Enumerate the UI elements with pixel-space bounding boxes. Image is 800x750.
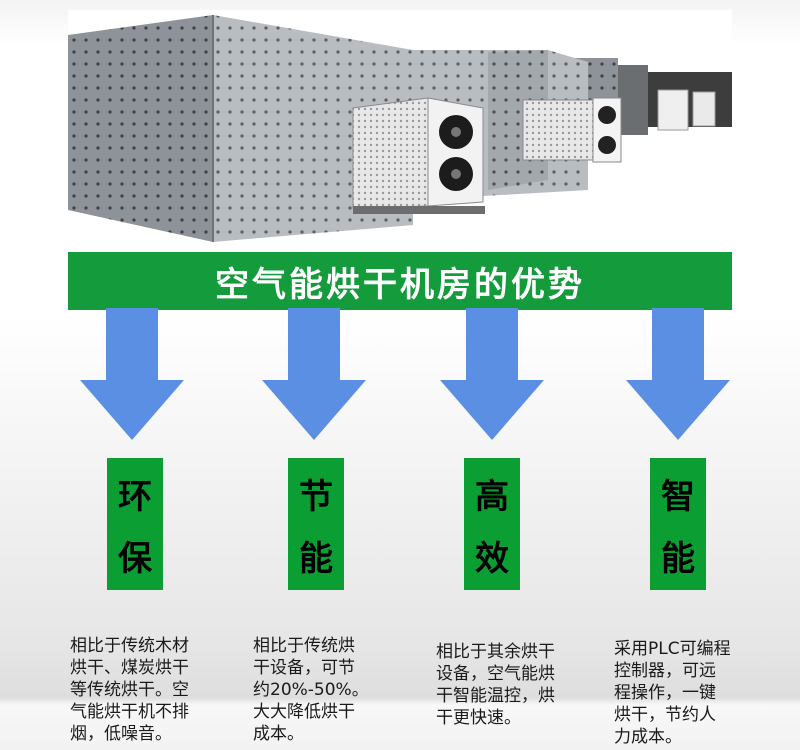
feature-tag-char: 效 (475, 538, 509, 579)
down-arrow-icon (80, 308, 184, 440)
feature-tag-char: 保 (118, 538, 152, 579)
description-line: 采用PLC可编程 (614, 639, 731, 659)
description-line: 大大降低烘干 (253, 702, 355, 722)
feature-tag-char: 节 (299, 476, 333, 517)
description-line: 烟，低噪音。 (70, 724, 172, 744)
description-line: 约20%-50%。 (253, 680, 369, 700)
feature-tag-efficient: 高 效 (464, 458, 520, 590)
feature-tag-char: 高 (475, 476, 509, 517)
description-line: 干智能温控，烘 (436, 686, 555, 706)
description-line: 干设备，可节 (253, 658, 355, 678)
distant-dryers (568, 58, 732, 148)
down-arrow-icon (626, 308, 730, 440)
description-line: 相比于其余烘干 (436, 642, 555, 662)
description-line: 程操作，一键 (614, 683, 716, 703)
feature-tag-char: 环 (118, 476, 152, 517)
feature-tag-eco: 环 保 (107, 458, 163, 590)
product-photo (68, 10, 732, 252)
feature-tag-char: 能 (661, 538, 695, 579)
description-line: 气能烘干机不排 (70, 702, 189, 722)
description-line: 设备，空气能烘 (436, 664, 555, 684)
description-line: 烘干、煤炭烘干 (70, 658, 189, 678)
description-line: 控制器，可远 (614, 661, 716, 681)
feature-tag-energy: 节 能 (288, 458, 344, 590)
feature-description-eco: 相比于传统木材 烘干、煤炭烘干 等传统烘干。空 气能烘干机不排 烟，低噪音。 (70, 635, 189, 745)
feature-description-smart: 采用PLC可编程 控制器，可远 程操作，一键 烘干，节约人 力成本。 (614, 638, 731, 748)
down-arrow-icon (440, 308, 544, 440)
advantages-banner: 空气能烘干机房的优势 (68, 252, 732, 310)
description-line: 相比于传统木材 (70, 636, 189, 656)
description-line: 烘干，节约人 (614, 705, 716, 725)
feature-tag-char: 智 (661, 476, 695, 517)
feature-tag-char: 能 (299, 538, 333, 579)
heat-pump-unit (352, 97, 485, 214)
description-line: 等传统烘干。空 (70, 680, 189, 700)
description-line: 成本。 (253, 724, 304, 744)
banner-title: 空气能烘干机房的优势 (215, 264, 585, 305)
down-arrow-icon (262, 308, 366, 440)
feature-description-efficient: 相比于其余烘干 设备，空气能烘 干智能温控，烘 干更快速。 (436, 641, 555, 729)
description-line: 力成本。 (614, 727, 682, 747)
feature-tag-smart: 智 能 (650, 458, 706, 590)
description-line: 干更快速。 (436, 708, 521, 728)
description-line: 相比于传统烘 (253, 636, 355, 656)
feature-description-energy: 相比于传统烘 干设备，可节 约20%-50%。 大大降低烘干 成本。 (253, 635, 369, 745)
